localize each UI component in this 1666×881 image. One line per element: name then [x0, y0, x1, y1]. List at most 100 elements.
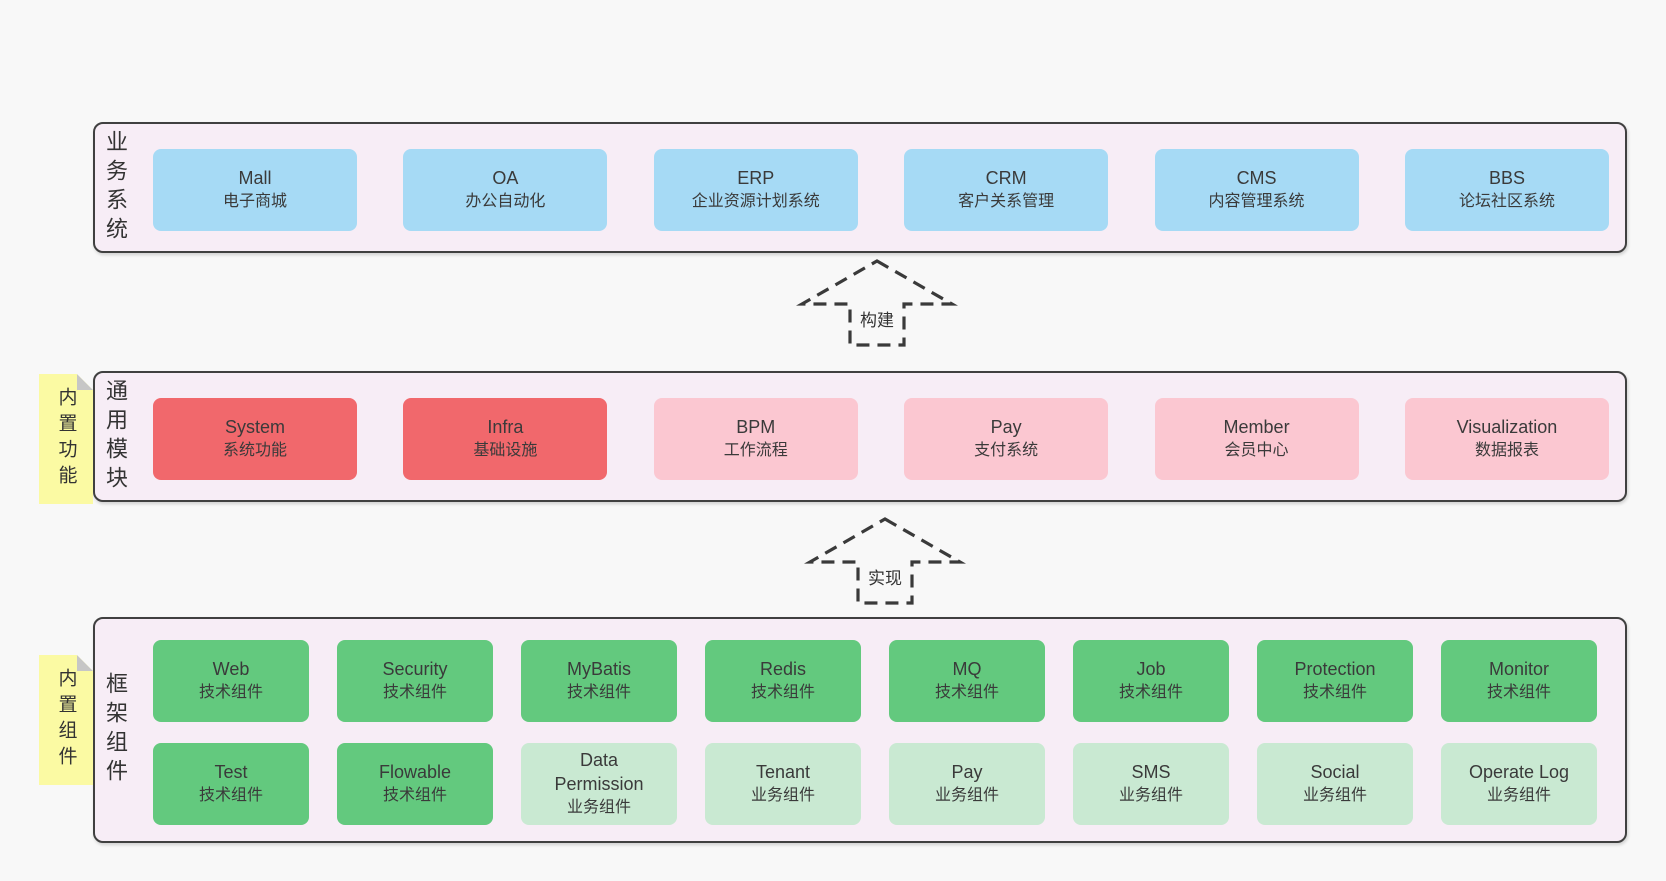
- box-flowable: Flowable 技术组件: [337, 743, 493, 825]
- box-title: MyBatis: [566, 659, 631, 679]
- box-title: Security: [382, 659, 448, 679]
- box-title: Test: [214, 762, 248, 782]
- folded-corner-icon: [77, 655, 93, 671]
- folded-corner-icon: [77, 374, 93, 390]
- box-title: Protection: [1294, 659, 1376, 679]
- box-subtitle: 技术组件: [750, 684, 815, 701]
- box-subtitle: 技术组件: [198, 684, 263, 701]
- box-bbs: BBS 论坛社区系统: [1404, 149, 1609, 231]
- arrow-build-label: 构建: [856, 305, 898, 332]
- box-title: Flowable: [378, 762, 452, 782]
- arrow-build: 构建: [792, 257, 962, 349]
- box-cms: CMS 内容管理系统: [1154, 149, 1359, 231]
- box-subtitle: 技术组件: [198, 787, 263, 804]
- box-title: Data Permission: [554, 750, 644, 794]
- box-title: MQ: [952, 659, 982, 679]
- box-protection: Protection 技术组件: [1257, 640, 1413, 722]
- box-visualization: Visualization 数据报表: [1404, 398, 1609, 480]
- box-subtitle: 业务组件: [934, 787, 999, 804]
- box-crm: CRM 客户关系管理: [904, 149, 1109, 231]
- box-member: Member 会员中心: [1154, 398, 1359, 480]
- box-bpm: BPM 工作流程: [653, 398, 858, 480]
- box-title: SMS: [1131, 762, 1171, 782]
- box-title: Web: [212, 659, 250, 679]
- layer-label-business: 业务系统: [103, 129, 128, 246]
- box-subtitle: 技术组件: [382, 684, 447, 701]
- box-title: BBS: [1488, 168, 1525, 188]
- box-title: Redis: [759, 659, 807, 679]
- box-title: CMS: [1236, 168, 1277, 188]
- box-subtitle: 会员中心: [1224, 442, 1289, 459]
- box-subtitle: 电子商城: [222, 193, 287, 210]
- box-subtitle: 内容管理系统: [1208, 193, 1305, 210]
- box-mybatis: MyBatis 技术组件: [521, 640, 677, 722]
- box-title: System: [224, 417, 285, 437]
- up-arrow-icon: [803, 517, 967, 605]
- box-title: Visualization: [1456, 417, 1558, 437]
- box-subtitle: 技术组件: [382, 787, 447, 804]
- components-row-1: Web 技术组件 Security 技术组件 MyBatis 技术组件 Redi…: [153, 640, 1597, 722]
- box-test: Test 技术组件: [153, 743, 309, 825]
- box-tenant: Tenant 业务组件: [705, 743, 861, 825]
- box-subtitle: 业务组件: [566, 799, 631, 816]
- box-title: Pay: [990, 417, 1022, 437]
- business-row: Mall 电子商城 OA 办公自动化 ERP 企业资源计划系统 CRM 客户关系…: [153, 149, 1609, 231]
- box-subtitle: 技术组件: [566, 684, 631, 701]
- box-title: BPM: [736, 417, 776, 437]
- box-redis: Redis 技术组件: [705, 640, 861, 722]
- box-subtitle: 技术组件: [1486, 684, 1551, 701]
- box-web: Web 技术组件: [153, 640, 309, 722]
- box-title: Infra: [487, 417, 524, 437]
- box-subtitle: 业务组件: [1486, 787, 1551, 804]
- box-subtitle: 业务组件: [1302, 787, 1367, 804]
- box-security: Security 技术组件: [337, 640, 493, 722]
- layer-label-components: 框架组件: [103, 672, 128, 788]
- box-subtitle: 技术组件: [1302, 684, 1367, 701]
- box-mall: Mall 电子商城: [153, 149, 357, 231]
- box-job: Job 技术组件: [1073, 640, 1229, 722]
- arrow-implement: 实现: [800, 515, 970, 607]
- sticky-note-label: 内置组件: [55, 668, 77, 772]
- box-operate-log: Operate Log 业务组件: [1441, 743, 1597, 825]
- box-subtitle: 数据报表: [1474, 442, 1539, 459]
- box-title: Monitor: [1488, 659, 1550, 679]
- layer-label-modules: 通用模块: [103, 378, 128, 495]
- up-arrow-icon: [795, 259, 959, 347]
- box-oa: OA 办公自动化: [403, 149, 608, 231]
- modules-row: System 系统功能 Infra 基础设施 BPM 工作流程 Pay 支付系统…: [153, 398, 1609, 480]
- box-erp: ERP 企业资源计划系统: [653, 149, 858, 231]
- layer-business-systems: 业务系统 Mall 电子商城 OA 办公自动化 ERP 企业资源计划系统 CRM…: [93, 122, 1627, 253]
- box-infra: Infra 基础设施: [403, 398, 608, 480]
- sticky-note-builtin-features: 内置功能: [39, 374, 93, 504]
- box-data-permission: Data Permission 业务组件: [521, 743, 677, 825]
- box-subtitle: 基础设施: [473, 442, 538, 459]
- box-title: ERP: [737, 168, 775, 188]
- box-subtitle: 办公自动化: [465, 193, 546, 210]
- box-pay: Pay 支付系统: [904, 398, 1109, 480]
- box-title: Operate Log: [1468, 762, 1570, 782]
- box-system: System 系统功能: [153, 398, 357, 480]
- box-subtitle: 支付系统: [974, 442, 1039, 459]
- box-mq: MQ 技术组件: [889, 640, 1045, 722]
- box-title: Social: [1310, 762, 1360, 782]
- box-title: Member: [1223, 417, 1290, 437]
- box-sms: SMS 业务组件: [1073, 743, 1229, 825]
- sticky-note-builtin-components: 内置组件: [39, 655, 93, 785]
- box-pay-business: Pay 业务组件: [889, 743, 1045, 825]
- box-subtitle: 技术组件: [934, 684, 999, 701]
- layer-common-modules: 通用模块 System 系统功能 Infra 基础设施 BPM 工作流程 Pay…: [93, 371, 1627, 502]
- box-subtitle: 系统功能: [222, 442, 287, 459]
- box-subtitle: 技术组件: [1118, 684, 1183, 701]
- box-title: Mall: [238, 168, 272, 188]
- box-subtitle: 工作流程: [723, 442, 788, 459]
- box-title: Tenant: [755, 762, 811, 782]
- box-social: Social 业务组件: [1257, 743, 1413, 825]
- box-subtitle: 客户关系管理: [958, 193, 1055, 210]
- box-title: OA: [492, 168, 519, 188]
- box-subtitle: 企业资源计划系统: [691, 193, 820, 210]
- box-title: Job: [1136, 659, 1166, 679]
- box-subtitle: 业务组件: [1118, 787, 1183, 804]
- box-subtitle: 业务组件: [750, 787, 815, 804]
- layer-framework-components: 框架组件 Web 技术组件 Security 技术组件 MyBatis 技术组件…: [93, 617, 1627, 843]
